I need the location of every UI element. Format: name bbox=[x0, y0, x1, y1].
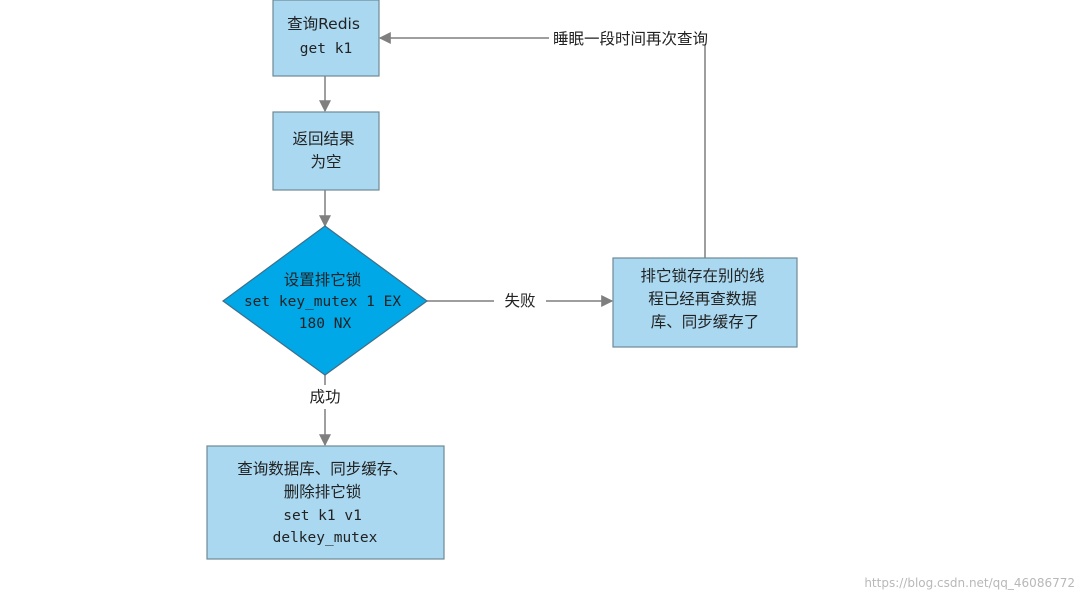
node-result-empty: 返回结果 为空 bbox=[272, 111, 380, 191]
edge-label-success: 成功 bbox=[309, 388, 340, 406]
node-set-mutex: 设置排它锁 set key_mutex 1 EX 180 NX bbox=[221, 225, 429, 376]
node-query-db-line-1: 查询数据库、同步缓存、 bbox=[237, 460, 408, 478]
watermark: https://blog.csdn.net/qq_46086772 bbox=[864, 576, 1075, 590]
node-set-mutex-line-3: 180 NX bbox=[299, 316, 352, 332]
svg-text:查询Redis get k1: 查询Redis get k1 bbox=[287, 15, 365, 57]
node-set-mutex-line-2: set key_mutex 1 EX bbox=[244, 294, 401, 310]
node-result-empty-line-1: 返回结果 bbox=[293, 130, 355, 148]
node-lock-exists-line-1: 排它锁存在别的线 bbox=[641, 267, 765, 285]
node-query-redis-line-2: get k1 bbox=[300, 41, 352, 57]
node-lock-exists: 排它锁存在别的线 程已经再查数据 库、同步缓存了 bbox=[612, 257, 798, 348]
node-lock-exists-line-2: 程已经再查数据 bbox=[648, 290, 757, 308]
node-result-empty-line-2: 为空 bbox=[310, 153, 341, 171]
svg-text:设置排它锁 set key_mutex 1: 设置排它锁 set key_mutex 1 EX 180 NX bbox=[244, 271, 406, 332]
node-query-db-line-4: delkey_mutex bbox=[273, 530, 378, 546]
nodes: 查询Redis get k1 返回结果 为空 设置排它锁 set key_mut… bbox=[206, 0, 798, 560]
node-lock-exists-line-3: 库、同步缓存了 bbox=[651, 313, 760, 331]
edge-labels: 睡眠一段时间再次查询 失败 成功 bbox=[309, 30, 708, 406]
node-query-db-line-2: 删除排它锁 bbox=[284, 483, 362, 501]
node-query-db: 查询数据库、同步缓存、 删除排它锁 set k1 v1 delkey_mutex bbox=[206, 445, 445, 560]
node-set-mutex-line-1: 设置排它锁 bbox=[284, 271, 362, 289]
edges bbox=[319, 32, 706, 447]
edge-label-sleep-retry: 睡眠一段时间再次查询 bbox=[553, 30, 708, 48]
edge-label-fail: 失败 bbox=[504, 292, 535, 310]
svg-text:查询数据库、同步缓存、 删除排它锁: 查询数据库、同步缓存、 删除排它锁 set k1 v1 delkey_mutex bbox=[237, 460, 412, 546]
node-query-redis: 查询Redis get k1 bbox=[272, 0, 380, 77]
node-query-redis-line-1: 查询Redis bbox=[287, 15, 360, 33]
svg-text:返回结果 为空: 返回结果 为空 bbox=[293, 130, 360, 171]
svg-text:排它锁存在别的线 程已经再查数据: 排它锁存在别的线 程已经再查数据 库、同步缓存了 bbox=[641, 267, 770, 331]
node-query-db-line-3: set k1 v1 bbox=[283, 508, 362, 524]
